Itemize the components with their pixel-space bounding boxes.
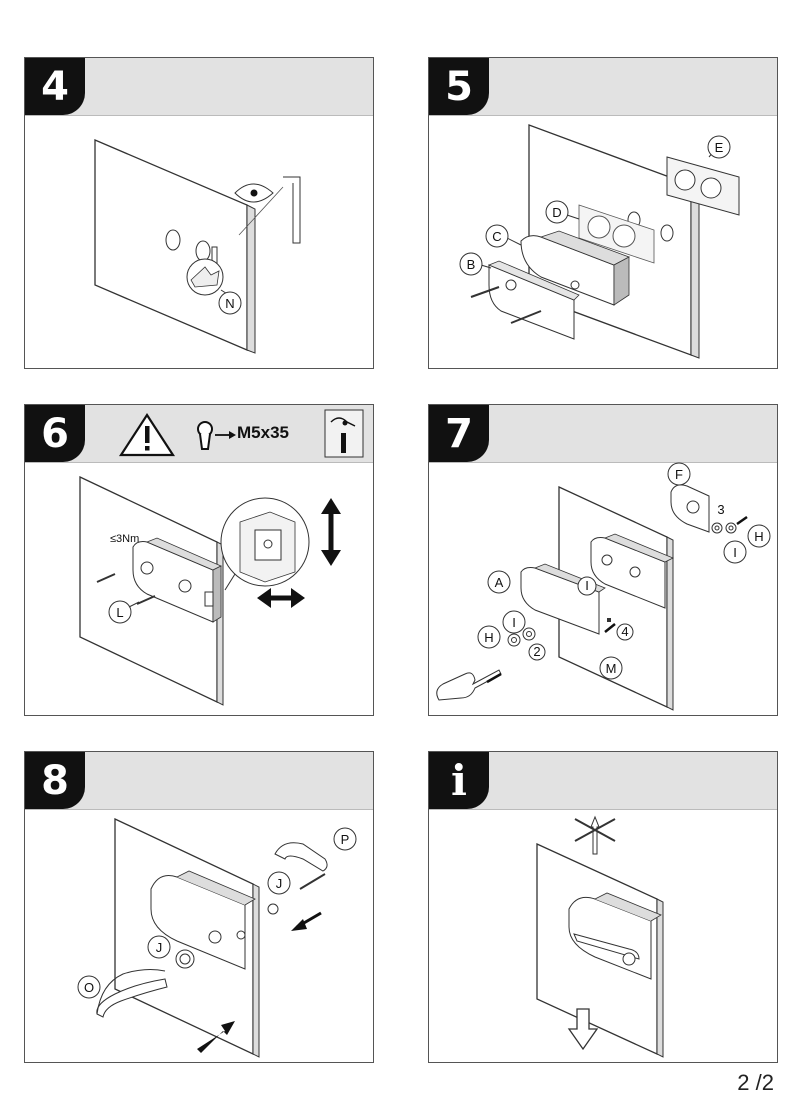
callout-J: J (156, 940, 163, 955)
arrow-up-icon (321, 498, 341, 514)
callout-4: 4 (621, 624, 628, 639)
page-number: 2 /2 (737, 1070, 774, 1095)
callout-I: I (512, 615, 516, 630)
step-8-panel: 8 P J J O (24, 751, 374, 1063)
step-8-illustration: P J J O (77, 817, 357, 1058)
arrow-right-icon (291, 588, 305, 608)
callout-E: E (715, 140, 724, 155)
callout-P: P (341, 832, 350, 847)
callout-circle-4 (616, 623, 634, 641)
callout-D: D (552, 205, 561, 220)
step-7-header: 7 (429, 405, 777, 463)
callout-3: 3 (717, 502, 724, 517)
callout-F: F (675, 467, 683, 482)
callout-H: H (754, 529, 763, 544)
step-6-header: 6 M5x35 (25, 405, 373, 463)
callout-circle-E (707, 135, 731, 159)
callout-I: I (733, 545, 737, 560)
callout-circle-D (545, 200, 569, 224)
step-info-panel: i (428, 751, 778, 1063)
screw-icon (324, 409, 364, 458)
step-number-badge: 8 (25, 752, 85, 809)
lever-handle-P (274, 842, 328, 872)
cylinder-key-icon (197, 421, 213, 450)
screwdriver-icon (436, 669, 502, 701)
callout-B: B (467, 257, 476, 272)
callout-C: C (492, 229, 501, 244)
step-7-illustration: F 3 H I A I H I 2 4 M (436, 462, 771, 711)
callout-M: M (606, 661, 617, 676)
lever-handle-O (96, 978, 168, 1018)
step-4-illustration: N (94, 139, 301, 354)
callout-circle-M (599, 656, 623, 680)
step-6-panel: 6 M5x35 (24, 404, 374, 716)
callout-circle-H (477, 625, 501, 649)
callout-circle-C (485, 224, 509, 248)
step-info-header: i (429, 752, 777, 810)
callout-circle-N (218, 291, 242, 315)
callout-circle-F (667, 462, 691, 486)
info-badge: i (429, 752, 489, 809)
callout-circle-B (459, 252, 483, 276)
callout-circle-I (723, 540, 747, 564)
screw-spec-label: M5x35 (237, 423, 289, 442)
warning-spec-graphic (118, 409, 364, 458)
callout-N: N (225, 296, 234, 311)
callout-circle-P (333, 827, 357, 851)
callout-I: I (585, 578, 589, 593)
callout-H: H (484, 630, 493, 645)
step-6-illustration: L (79, 475, 341, 706)
no-lift-up-icon (574, 815, 616, 855)
callout-circle-H (747, 524, 771, 548)
callout-2: 2 (533, 644, 540, 659)
callout-circle-2 (528, 643, 546, 661)
step-info-illustration (536, 815, 664, 1058)
callout-O: O (84, 980, 94, 995)
callout-circle-L (108, 600, 132, 624)
callout-circle-I (502, 610, 526, 634)
push-down-arrow-icon (567, 1008, 599, 1051)
arrow-down-icon (321, 550, 341, 566)
callout-circle-A (487, 570, 511, 594)
callout-circle-I (577, 576, 597, 596)
callout-J: J (276, 876, 283, 891)
callout-A: A (495, 575, 504, 590)
step-number-badge: 6 (25, 405, 85, 462)
step-5-header: 5 (429, 58, 777, 116)
callout-circle-J (267, 871, 291, 895)
step-8-header: 8 (25, 752, 373, 810)
step-5-illustration: E D C B (459, 124, 740, 359)
step-number-badge: 7 (429, 405, 489, 462)
torque-label: ≤3Nm (110, 533, 140, 545)
callout-circle-J (147, 935, 171, 959)
step-5-panel: 5 E D C B (428, 57, 778, 369)
step-7-panel: 7 F 3 H I A I H (428, 404, 778, 716)
step-4-header: 4 (25, 58, 373, 116)
push-arrow-icon (197, 1021, 235, 1053)
step-number-badge: 4 (25, 58, 85, 115)
arrow-left-icon (257, 588, 271, 608)
step-number-badge: 5 (429, 58, 489, 115)
step-4-panel: 4 N (24, 57, 374, 369)
callout-circle-O (77, 975, 101, 999)
callout-L: L (116, 605, 123, 620)
